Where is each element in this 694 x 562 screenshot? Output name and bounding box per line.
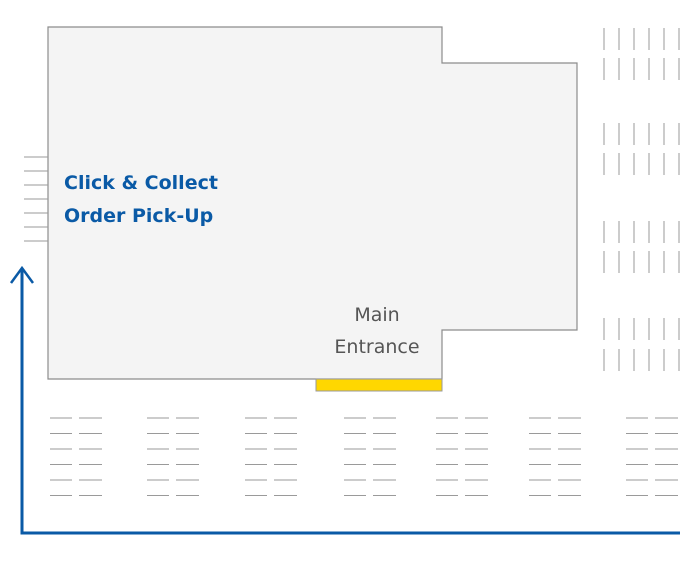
store-building (47, 26, 578, 380)
route-to-pickup-line (20, 270, 680, 535)
entrance-label-line1: Main (354, 304, 399, 326)
bottom-parking-rows (50, 417, 678, 496)
route-arrow-head-icon (9, 265, 35, 284)
main-entrance-marker[interactable] (315, 378, 443, 392)
pickup-label-line1: Click & Collect (64, 172, 218, 194)
right-parking-stalls (603, 28, 680, 371)
pickup-parking-bays (24, 156, 48, 242)
entrance-label-line2: Entrance (334, 336, 419, 358)
pickup-label-line2: Order Pick-Up (64, 205, 213, 227)
